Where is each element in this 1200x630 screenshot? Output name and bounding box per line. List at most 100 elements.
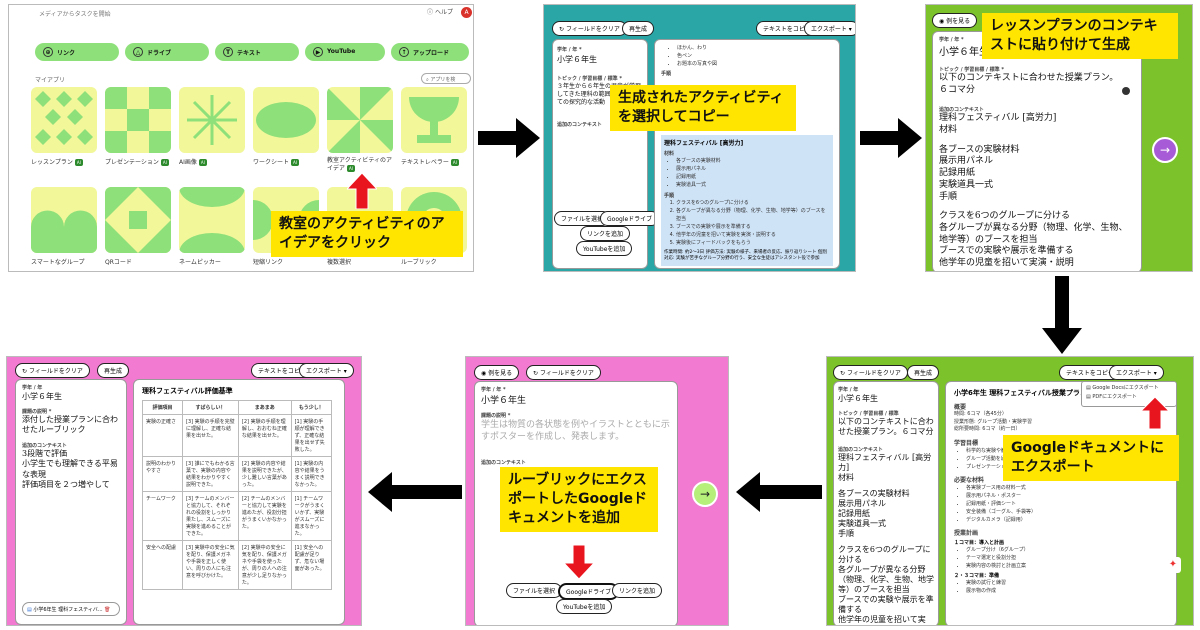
app-label-multiple-choice: 複数選択	[327, 259, 352, 266]
example-button[interactable]: ◉ 例を見る	[932, 13, 978, 28]
export-button[interactable]: エクスポート ▾	[804, 21, 855, 36]
context-line: 材料	[939, 125, 958, 136]
grade-value[interactable]: 小学６年生	[939, 47, 989, 58]
add-youtube-button[interactable]: YouTubeを追加	[556, 599, 613, 614]
desc-value[interactable]: 添付した授業プランに合わせたルーブリック	[22, 415, 118, 435]
attachment-chip[interactable]: ▤ 小学6年生 理科フェスティバ... 🗑	[22, 602, 120, 616]
clear-fields-button[interactable]: ↻ フィールドをクリア	[15, 363, 90, 378]
context-label: 追加のコンテキスト	[838, 446, 883, 453]
app-label-short-link: 短縮リンク	[253, 259, 284, 266]
material-item: 安全装備（ゴーグル、手袋等）	[966, 508, 1168, 516]
drive-button[interactable]: △ドライブ	[125, 43, 209, 61]
plan2-heading: ２・３コマ目：準備	[954, 572, 1000, 579]
rubric-form-card: 学年 / 年 小学６年生 課題の説明 * 添付した授業プランに合わせたルーブリッ…	[15, 379, 127, 625]
clear-label: フィールドをクリア	[28, 368, 83, 375]
criterion-cell: 実験の正確さ	[142, 414, 183, 457]
app-label-rubric: ルーブリック	[401, 259, 437, 266]
regenerate-button[interactable]: 再生成	[97, 363, 130, 378]
context-textarea[interactable]: 理科フェスティバル [高労力] 材料 各ブースの実験材料 展示用パネル 記録用紙…	[838, 453, 934, 625]
regenerate-button[interactable]: 再生成	[622, 21, 655, 36]
upload-button[interactable]: ↑アップロード	[391, 43, 469, 61]
red-down-arrow	[564, 545, 594, 579]
app-search[interactable]: ⌕ アプリを検	[421, 73, 471, 84]
app-smart-groups[interactable]	[31, 187, 97, 253]
table-cell: [1] 安全への配慮が足りず、危ない場面があった。	[290, 540, 333, 590]
plan-item: テーマ選定と役割分担	[966, 554, 1168, 562]
add-youtube-button[interactable]: YouTubeを追加	[576, 241, 633, 256]
clear-fields-button[interactable]: ↻ フィールドをクリア	[833, 365, 908, 380]
label-text: プレゼンテーション	[105, 159, 159, 166]
lesson-plan-document[interactable]: 小学6年生 理科フェスティバル授業プラン 概要 時間: 6コマ（各45分） 授業…	[945, 381, 1177, 625]
material-item: 展示用パネル	[676, 165, 830, 173]
app-ai-image[interactable]	[179, 87, 245, 153]
grade-label: 学年 / 年	[22, 385, 43, 391]
link-button[interactable]: ⊕リンク	[35, 43, 119, 61]
ellipse-icon	[256, 102, 316, 138]
add-link-button[interactable]: リンクを追加	[612, 583, 663, 598]
output-document[interactable]: ほかん、わり 色ペン お題本の写真や図 手順 理科フェスティバル [高労力] 材…	[654, 39, 840, 269]
sparkle-icon[interactable]: ✦	[1165, 557, 1181, 573]
export-docs-option[interactable]: ▤ Google Docsにエクスポート	[1086, 384, 1172, 393]
material-item: 展示用パネル・ポスター	[966, 492, 1168, 500]
export-button[interactable]: エクスポート ▾	[1109, 365, 1164, 380]
materials-list: 各ブースの実験材料 展示用パネル 記録用紙 実験道具一式	[664, 157, 830, 189]
context-value[interactable]: 3段階で評価 小学生でも理解できる平易な表現 評価項目を２つ増やして	[22, 448, 118, 489]
app-presentation[interactable]	[105, 87, 171, 153]
topic-value[interactable]: 以下のコンテキストに合わせた授業プラン。６コマ分	[939, 73, 1119, 95]
rubric-table: 評価項目 すばらしい！ まあまあ もう少し！ 実験の正確さ [3] 実験の手順を…	[142, 400, 333, 590]
context-line: 実験道具一式	[939, 179, 994, 190]
app-text-leveler[interactable]	[401, 87, 467, 153]
avatar[interactable]: A	[461, 7, 472, 18]
context-line: 各ブースの実験材料	[838, 488, 910, 498]
grade-label: 学年 / 年 *	[557, 47, 582, 53]
grade-value[interactable]: 小学６年生	[22, 392, 62, 401]
regenerate-button[interactable]: 再生成	[907, 365, 940, 380]
rubric-document[interactable]: 理科フェスティバル評価基準 評価項目 すばらしい！ まあまあ もう少し！ 実験の…	[133, 379, 345, 625]
drive-button-label: ドライブ	[147, 50, 172, 57]
context-textarea[interactable]: 理科フェスティバル [高労力] 材料 各ブースの実験材料 展示用パネル 記録用紙…	[939, 113, 1135, 269]
table-cell: [2] 実験中の安全に気を配り、保護メガネや手袋を使ったが、周りの人への注意が少…	[237, 540, 292, 590]
footer-note: 作業時間: 約2〜3日 評価方法: 実験の様子、来場者の反応、振り返りシート 個…	[664, 250, 827, 262]
youtube-button[interactable]: ▶YouTube	[305, 43, 385, 61]
clear-fields-button[interactable]: ↻ フィールドをクリア	[526, 365, 601, 380]
example-button[interactable]: ◉ 例を見る	[474, 365, 520, 380]
selected-block[interactable]: 理科フェスティバル [高労力] 材料 各ブースの実験材料 展示用パネル 記録用紙…	[661, 135, 833, 266]
eye-icon: ◉	[939, 18, 945, 25]
add-link-button[interactable]: リンクを追加	[580, 226, 631, 241]
arches-icon	[31, 210, 97, 253]
google-drive-button[interactable]: Googleドライブ	[600, 211, 660, 226]
trash-icon[interactable]: 🗑	[104, 607, 111, 613]
generate-button[interactable]: →	[1152, 137, 1178, 163]
copy-text-button[interactable]: テキストをコピー	[251, 363, 313, 378]
generate-button[interactable]: →	[692, 481, 718, 507]
topic-edit-icon[interactable]	[1122, 87, 1130, 95]
help-link[interactable]: ⓘ ヘルプ	[427, 7, 453, 16]
table-row: チームワーク [3] チームのメンバーと協力して、それぞれの役割をしっかり果たし…	[142, 491, 333, 541]
example-label: 例を見る	[946, 18, 971, 25]
red-up-arrow	[347, 173, 377, 209]
topic-label: トピック / 学習目標 / 標準 *	[939, 67, 1004, 73]
upload-button-label: アップロード	[413, 50, 450, 57]
clear-fields-button[interactable]: ↻ フィールドをクリア	[552, 21, 627, 36]
desc-input[interactable]: 学生は物質の各状態を例やイラストとともに示すポスターを作成し、発表します。	[481, 420, 670, 443]
choose-file-button[interactable]: ファイルを選択	[506, 583, 563, 598]
app-qr-code[interactable]	[105, 187, 171, 253]
bullet-item: ほかん、わり	[677, 44, 833, 52]
grade-value[interactable]: 小学６年生	[838, 394, 878, 403]
grade-value[interactable]: 小学６年生	[557, 55, 597, 64]
grade-value[interactable]: 小学６年生	[481, 396, 527, 406]
step-item: 各グループが異なる分野（物理、化学、生物、地学等）のブースを担当	[676, 207, 830, 223]
pdf-icon: ▤	[1086, 394, 1091, 400]
app-name-picker[interactable]	[179, 187, 245, 253]
callout-paste-context: レッスンプランのコンテキストに貼り付けて生成	[982, 13, 1178, 59]
app-worksheet[interactable]	[253, 87, 319, 153]
choose-file-button[interactable]: ファイルを選択	[554, 211, 611, 226]
topic-value[interactable]: 以下のコンテキストに合わせた授業プラン。６コマ分	[838, 417, 934, 437]
google-drive-button[interactable]: Googleドライブ	[558, 583, 620, 600]
app-classroom-activity[interactable]	[327, 87, 393, 153]
topic-value[interactable]: ３年生から６年生の児童が学習してきた理科の範囲を対象にしての探究的な活動	[557, 83, 642, 107]
export-button[interactable]: エクスポート ▾	[299, 363, 354, 378]
export-pdf-option[interactable]: ▤ PDFにエクスポート	[1086, 393, 1172, 402]
app-lesson-plan[interactable]	[31, 87, 97, 153]
